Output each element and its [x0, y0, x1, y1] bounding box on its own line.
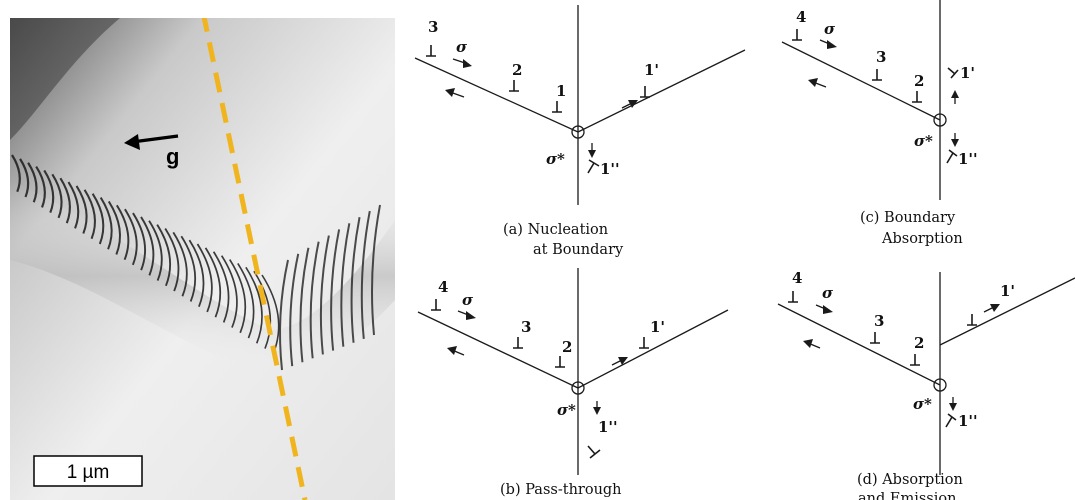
caption-line-2: and Emission: [858, 491, 956, 500]
stress-arrowhead: [463, 59, 472, 68]
emission-arrowhead-down: [588, 150, 596, 158]
slip-plane-right: [578, 50, 745, 132]
dislocation-1-prime: [948, 68, 958, 78]
caption-line-2: at Boundary: [533, 242, 624, 258]
dislocation-1-prime: [967, 314, 977, 325]
slip-plane-left: [415, 58, 578, 132]
scale-bar-label: 1 µm: [67, 462, 110, 483]
local-stress-label: σ*: [913, 395, 932, 413]
dislocation-1-double-prime: [947, 150, 957, 163]
dislocation-1-double-prime: [588, 446, 600, 458]
dislocation-4: [792, 29, 802, 40]
local-stress-label: σ*: [557, 401, 576, 419]
slip-plane-left: [418, 312, 578, 388]
dislocation-3: [872, 69, 882, 80]
stress-label: σ: [822, 284, 834, 302]
glide-arrowhead-left: [808, 78, 818, 87]
emission-arrowhead-down: [593, 407, 601, 415]
stress-arrowhead: [823, 305, 833, 314]
dislocation-3: [513, 337, 523, 348]
dislocation-2: [912, 91, 922, 102]
dislocation-4: [788, 291, 798, 302]
dislocation-label-1-double-prime: 1'': [958, 150, 978, 168]
glide-arrowhead-left: [447, 346, 457, 355]
dislocation-label-3: 3: [874, 312, 884, 330]
dislocation-2: [509, 80, 519, 91]
dislocation-label-1-prime: 1': [1000, 282, 1015, 300]
stress-label: σ: [824, 20, 836, 38]
dislocation-label-3: 3: [521, 318, 531, 336]
dislocation-label-3: 3: [876, 48, 886, 66]
local-stress-label: σ*: [914, 132, 933, 150]
stress-label: σ: [456, 38, 468, 56]
panel-b: 4 3 2 1' 1'' σ σ* (b) Pass-through: [418, 268, 728, 498]
dislocation-label-1-prime: 1': [650, 318, 665, 336]
dislocation-label-4: 4: [792, 269, 802, 287]
local-stress-label: σ*: [546, 150, 565, 168]
dislocation-1-prime: [639, 337, 649, 348]
dislocation-label-1-prime: 1': [644, 61, 659, 79]
stress-label: σ: [462, 291, 474, 309]
emission-arrowhead-down: [951, 139, 959, 147]
glide-arrowhead-left: [445, 88, 455, 97]
dislocation-label-1-double-prime: 1'': [958, 412, 978, 430]
dislocation-1-double-prime: [588, 160, 599, 173]
dislocation-label-2: 2: [914, 72, 924, 90]
dislocation-1: [552, 101, 562, 112]
dislocation-1-double-prime: [946, 414, 956, 427]
emission-arrowhead-down: [949, 403, 957, 411]
dislocation-label-1: 1: [556, 82, 566, 100]
glide-arrowhead-left: [803, 339, 813, 348]
panel-a: 3 2 1 1' 1'' σ σ* (a) Nucleation at Boun…: [415, 5, 745, 258]
caption-line-2: Absorption: [881, 231, 963, 247]
caption-line-1: (c) Boundary: [860, 210, 956, 226]
climb-arrowhead-up: [951, 90, 959, 98]
dislocation-label-2: 2: [562, 338, 572, 356]
dislocation-label-1-double-prime: 1'': [600, 160, 620, 178]
dislocation-label-1-prime: 1': [960, 64, 975, 82]
panel-d: 4 3 2 1' 1'' σ σ* (d) Absorption and Emi…: [778, 269, 1075, 500]
micrograph: g 1 µm: [10, 12, 395, 500]
dislocation-2: [555, 356, 565, 367]
dislocation-2: [910, 354, 920, 365]
dislocation-label-4: 4: [438, 278, 448, 296]
caption-line-1: (a) Nucleation: [503, 222, 608, 238]
caption-line-1: (d) Absorption: [857, 472, 963, 488]
stress-arrowhead: [827, 40, 837, 49]
stress-arrowhead: [466, 311, 476, 320]
caption-line-1: (b) Pass-through: [500, 482, 622, 498]
dislocation-3: [426, 45, 436, 56]
dislocation-label-1-double-prime: 1'': [598, 418, 618, 436]
panel-c: 4 3 2 1' 1'' σ σ* (c) Boundary Absorptio…: [782, 0, 978, 247]
dislocation-label-2: 2: [914, 334, 924, 352]
g-vector-label: g: [166, 144, 179, 169]
dislocation-3: [870, 332, 880, 343]
dislocation-label-3: 3: [428, 18, 438, 36]
dislocation-label-4: 4: [796, 8, 806, 26]
dislocation-label-2: 2: [512, 61, 522, 79]
dislocation-4: [431, 299, 441, 310]
dislocation-1-prime: [640, 86, 650, 97]
